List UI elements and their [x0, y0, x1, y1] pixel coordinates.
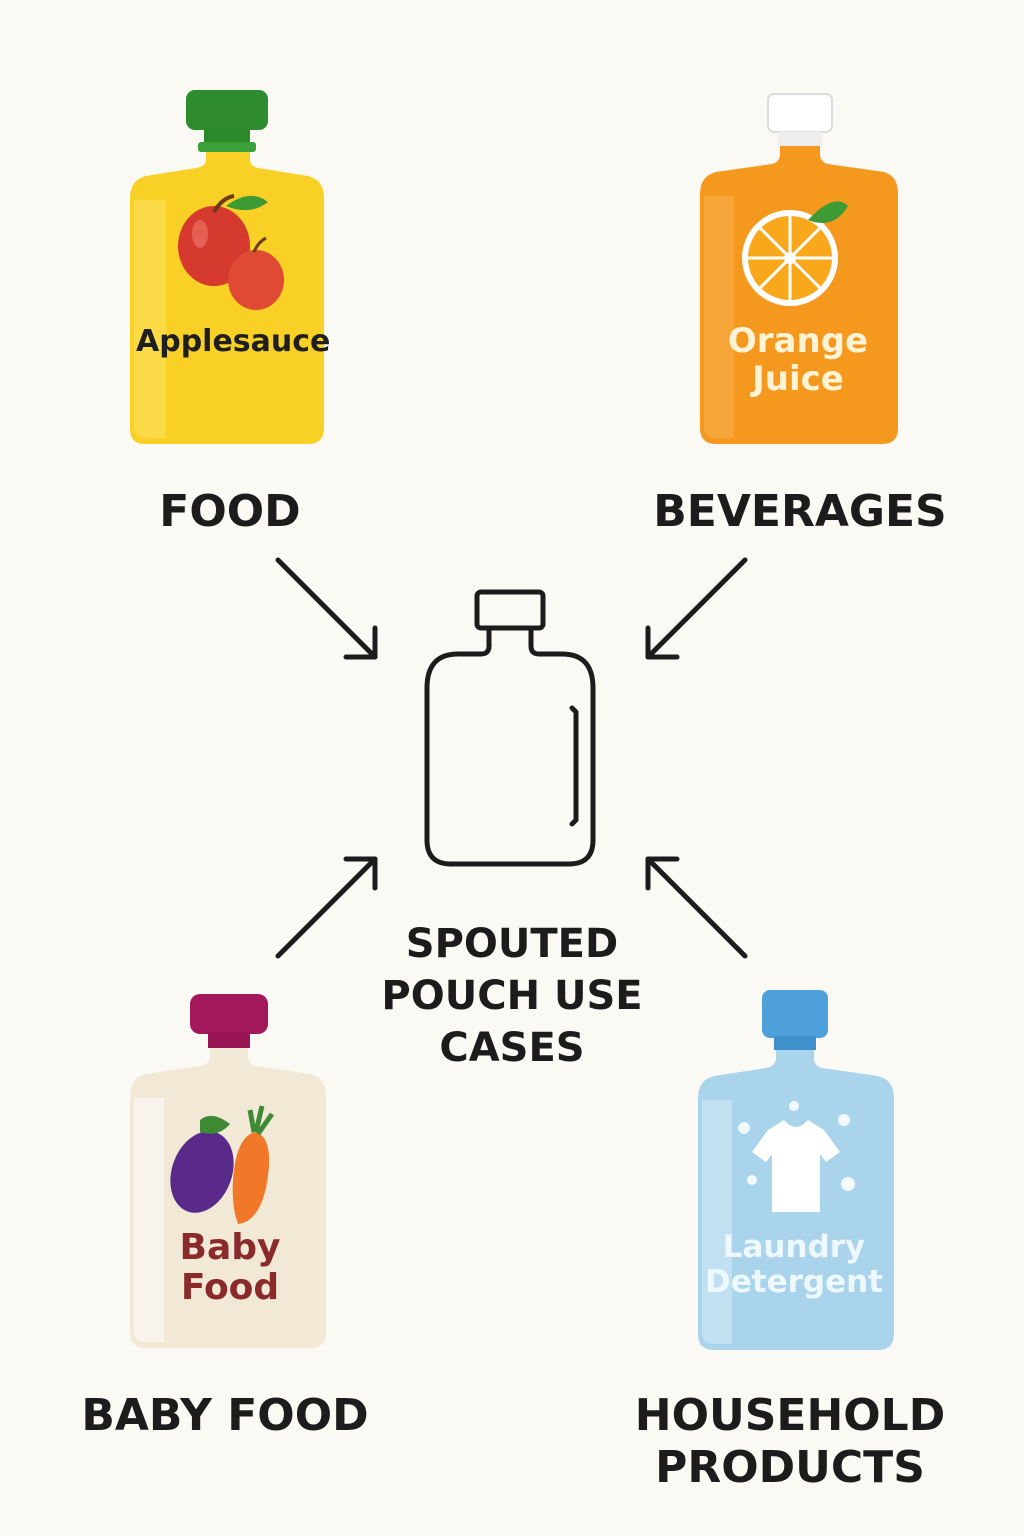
orange-slice-icon: [742, 201, 848, 306]
pouch-applesauce: [130, 90, 324, 444]
category-label-household-products: HOUSEHOLD PRODUCTS: [634, 1390, 946, 1493]
category-label-baby-food: BABY FOOD: [81, 1390, 369, 1441]
category-label-beverages: BEVERAGES: [653, 486, 947, 537]
shirt-icon: [738, 1101, 855, 1212]
bottle-icon: [424, 589, 596, 867]
pouch-baby-food: [130, 994, 326, 1348]
cap: [186, 90, 268, 130]
arrow-food: [275, 557, 378, 660]
cap: [190, 994, 268, 1034]
category-label-food: FOOD: [159, 486, 301, 537]
cap: [762, 990, 828, 1038]
pouch-laundry-detergent: [698, 990, 894, 1350]
arrow-baby-food: [275, 856, 378, 959]
arrow-household: [645, 856, 748, 959]
eggplant-carrot-icon: [170, 1105, 275, 1224]
pouch-label-orange-juice: Orange Juice: [727, 321, 869, 400]
pouch-orange-juice: [700, 93, 898, 444]
pouch-label-baby-food: Baby Food: [179, 1227, 281, 1309]
pouch-label-laundry-detergent: Laundry Detergent: [705, 1229, 883, 1300]
arrow-beverages: [645, 557, 748, 660]
apple-icon: [178, 194, 284, 310]
center-title: SPOUTED POUCH USE CASES: [381, 921, 643, 1071]
pouch-label-applesauce: Applesauce: [136, 324, 331, 359]
cap: [767, 93, 833, 133]
